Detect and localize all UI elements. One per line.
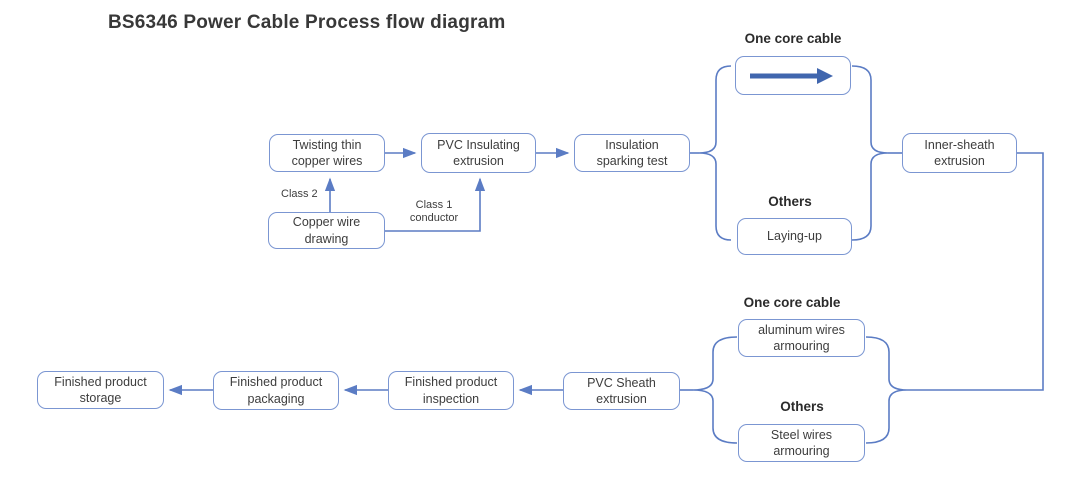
- node-laying-up: Laying-up: [737, 218, 852, 255]
- label-others-top: Others: [768, 194, 812, 209]
- brace-top-right: [851, 65, 889, 241]
- node-pvc-insulating-extrusion: PVC Insulating extrusion: [421, 133, 536, 173]
- brace-top-left: [698, 65, 732, 241]
- label-others-bottom: Others: [780, 399, 824, 414]
- label-class-2: Class 2: [281, 188, 318, 200]
- node-insulation-sparking-test: Insulation sparking test: [574, 134, 690, 172]
- brace-bottom-right: [865, 336, 908, 444]
- node-one-core-cable-pass-through: [735, 56, 851, 95]
- node-pvc-sheath-extrusion: PVC Sheath extrusion: [563, 372, 680, 410]
- arrow-class1-elbow: [385, 177, 486, 232]
- page-title: BS6346 Power Cable Process flow diagram: [108, 12, 506, 33]
- brace-bottom-left: [692, 336, 738, 444]
- label-class-1-conductor: Class 1 conductor: [409, 199, 459, 224]
- line-inner-sheath-down: [907, 152, 1044, 391]
- node-inner-sheath-extrusion: Inner-sheath extrusion: [902, 133, 1017, 173]
- node-finished-product-packaging: Finished product packaging: [213, 371, 339, 410]
- label-one-core-cable-top: One core cable: [744, 31, 842, 46]
- node-twisting-thin-copper-wires: Twisting thin copper wires: [269, 134, 385, 172]
- label-one-core-cable-bottom: One core cable: [743, 295, 841, 310]
- right-arrow-icon: [749, 67, 833, 84]
- node-finished-product-inspection: Finished product inspection: [388, 371, 514, 410]
- node-copper-wire-drawing: Copper wire drawing: [268, 212, 385, 249]
- node-aluminum-wires-armouring: aluminum wires armouring: [738, 319, 865, 357]
- node-steel-wires-armouring: Steel wires armouring: [738, 424, 865, 462]
- node-finished-product-storage: Finished product storage: [37, 371, 164, 409]
